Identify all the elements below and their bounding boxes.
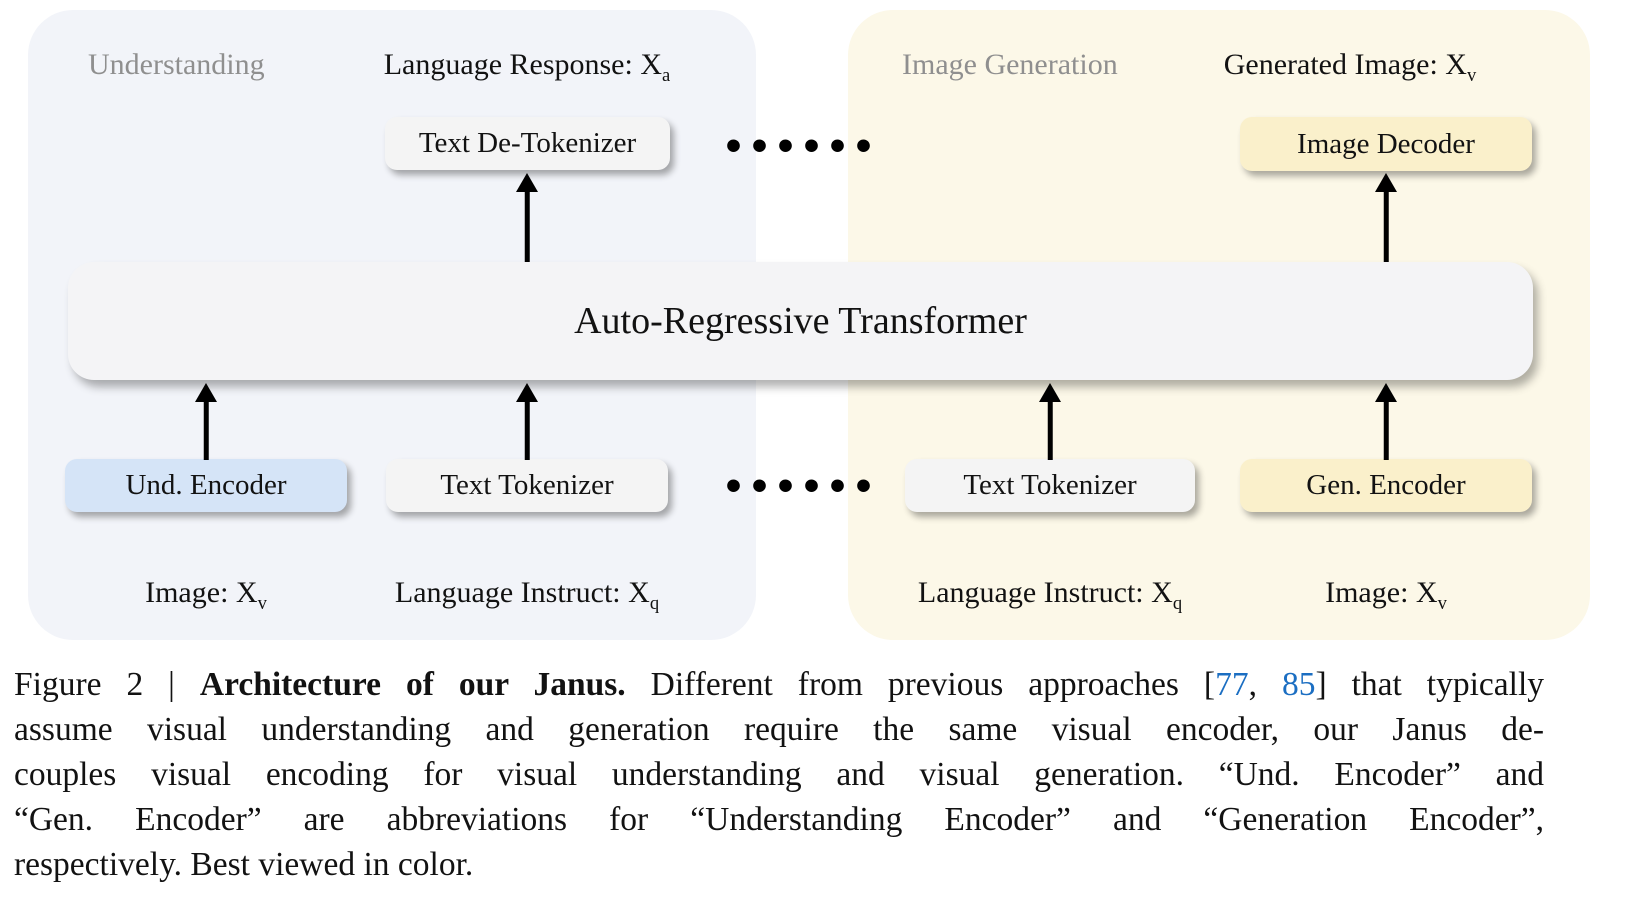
caption-text: ] that typically [1315,666,1545,703]
architecture-figure: Understanding Language Response: Xa Imag… [28,10,1590,640]
ellipsis-dots-top: •••••• [721,127,879,168]
caption-line: couples visual encoding for visual under… [14,752,1544,797]
label-text: Language Instruct: X [917,576,1173,609]
arrow-shaft [524,396,530,460]
caption-text: , [1248,666,1282,703]
caption-text: respectively. Best viewed in color. [14,846,474,883]
citation-link[interactable]: 85 [1281,666,1316,703]
up-arrow-to-de-tokenizer [515,173,539,262]
caption-line: “Gen. Encoder” are abbreviations for “Un… [14,797,1544,842]
text-tokenizer-box-left: Text Tokenizer [386,459,668,512]
up-arrow-und-encoder [194,383,218,460]
up-arrow-text-tokenizer-right [1038,383,1062,460]
caption-line: assume visual understanding and generati… [14,707,1544,752]
up-arrow-to-image-decoder [1374,173,1398,262]
up-arrow-text-tokenizer-left [515,383,539,460]
ellipsis-dots-bottom: •••••• [721,467,879,508]
caption-line: Figure 2 | Architecture of our Janus. Di… [14,662,1544,707]
figure-caption: Figure 2 | Architecture of our Janus. Di… [14,662,1544,887]
language-instruct-label-left: Language Instruct: Xq [337,576,717,613]
und-encoder-box: Und. Encoder [65,459,347,512]
auto-regressive-transformer-box: Auto-Regressive Transformer [68,262,1533,380]
label-subscript: q [649,593,660,614]
arrow-head [1375,173,1397,192]
citation-link[interactable]: 77 [1215,666,1249,703]
image-input-label-right: Image: Xv [1226,576,1546,613]
label-subscript: v [257,593,267,614]
arrow-shaft [203,396,209,460]
caption-text: Architecture of our Janus. [199,666,626,703]
arrow-head [1039,383,1061,402]
text-tokenizer-box-right: Text Tokenizer [905,459,1195,512]
caption-text: Figure 2 | [14,666,200,703]
language-response-label: Language Response: Xa [367,48,687,85]
caption-text: assume visual understanding and generati… [14,711,1544,748]
label-text: Language Instruct: X [394,576,650,609]
generated-image-label: Generated Image: Xv [1190,48,1510,85]
label-text: Language Response: X [383,48,662,81]
label-text: Generated Image: X [1223,48,1467,81]
label-subscript: a [662,65,671,86]
arrow-shaft [524,186,530,262]
caption-text: couples visual encoding for visual under… [14,756,1544,793]
image-decoder-box: Image Decoder [1240,117,1532,171]
arrow-shaft [1047,396,1053,460]
caption-text: Different from previous approaches [ [625,666,1216,703]
arrow-head [516,383,538,402]
arrow-head [195,383,217,402]
caption-text: “Gen. Encoder” are abbreviations for “Un… [14,801,1544,838]
label-subscript: v [1437,593,1447,614]
label-text: Image: X [145,576,258,609]
arrow-head [516,173,538,192]
understanding-panel-title: Understanding [88,48,265,81]
up-arrow-gen-encoder [1374,383,1398,460]
arrow-shaft [1383,396,1389,460]
label-text: Image: X [1325,576,1438,609]
label-subscript: v [1466,65,1477,86]
gen-encoder-box: Gen. Encoder [1240,459,1532,512]
arrow-shaft [1383,186,1389,262]
arrow-head [1375,383,1397,402]
label-subscript: q [1172,593,1183,614]
image-input-label-left: Image: Xv [46,576,366,613]
language-instruct-label-right: Language Instruct: Xq [860,576,1240,613]
caption-line: respectively. Best viewed in color. [14,842,1544,887]
text-de-tokenizer-box: Text De-Tokenizer [385,117,670,170]
image-generation-panel-title: Image Generation [902,48,1118,81]
